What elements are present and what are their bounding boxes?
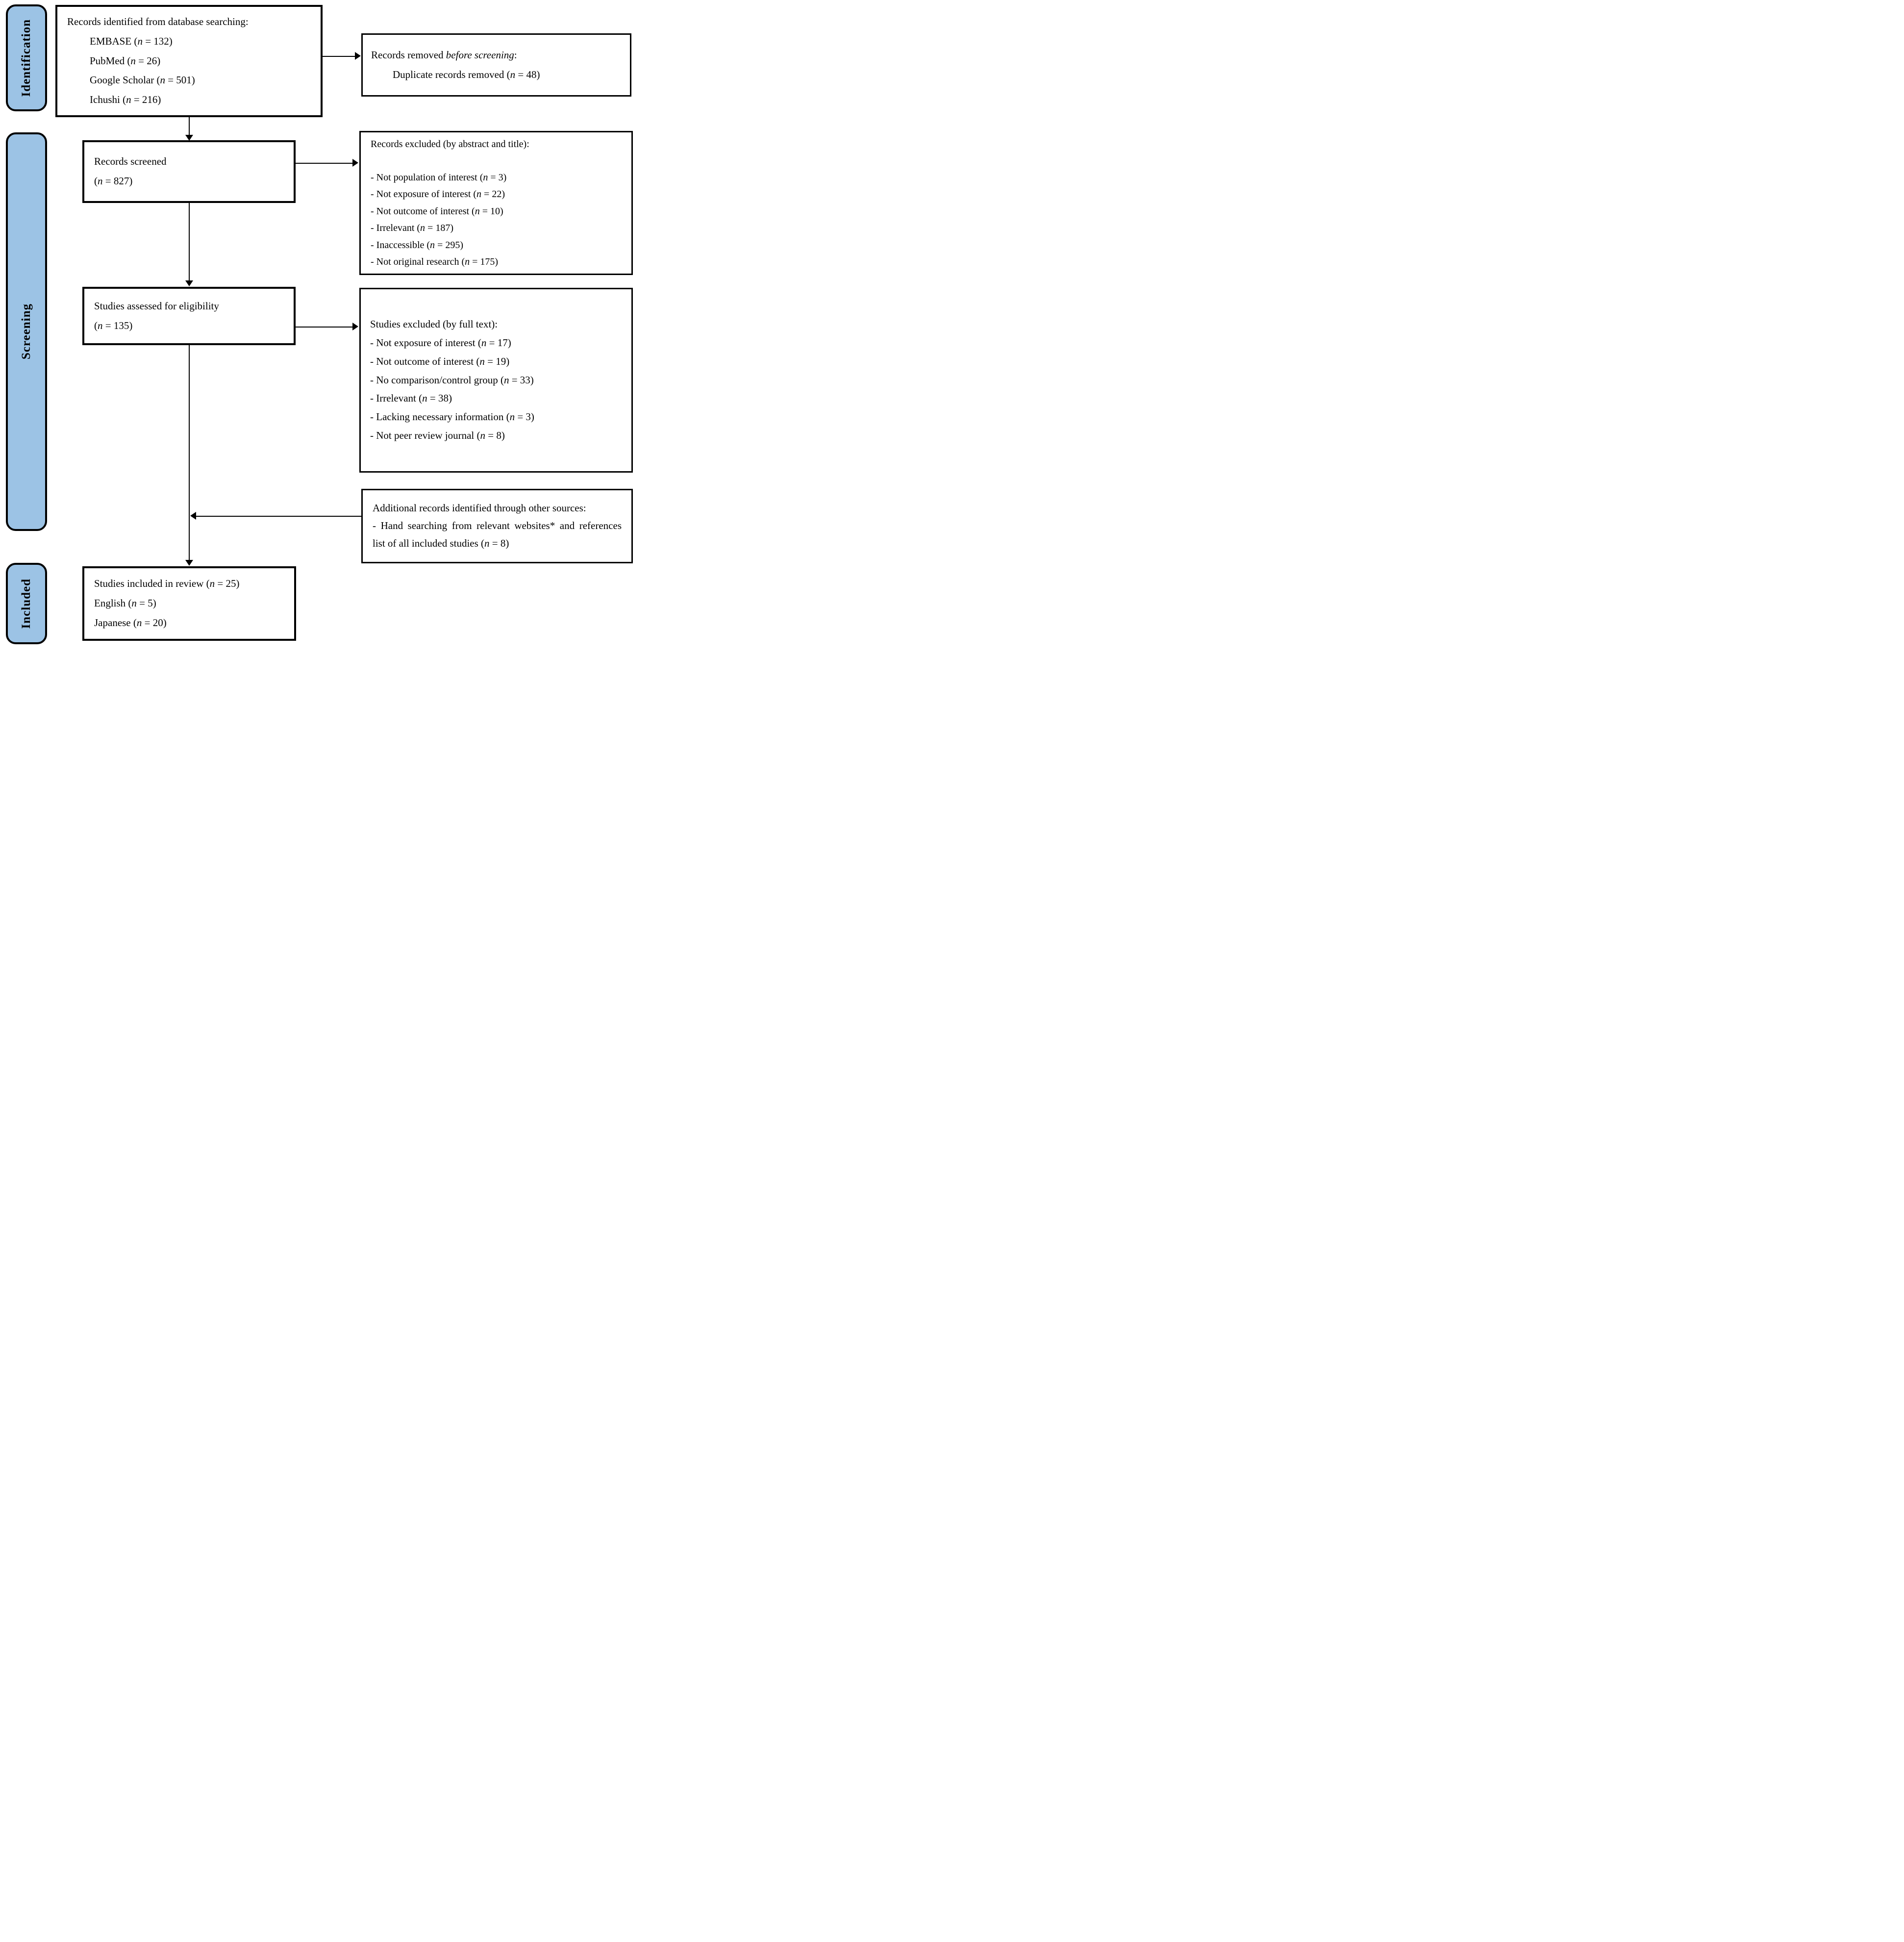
connector-line [323,56,357,57]
connector-line [296,327,353,328]
studies-excluded-fulltext-item: - Not outcome of interest (n = 19) [370,355,510,367]
prisma-flow-diagram: Identification Screening Included Record… [0,0,635,647]
connector-line [296,163,353,164]
studies-excluded-fulltext-item: - Not exposure of interest (n = 17) [370,337,511,349]
records-removed-title-italic: before screening [446,49,514,61]
records-excluded-abstract-item: - Irrelevant (n = 187) [371,223,453,234]
stage-included-label: Included [20,578,33,629]
studies-included-line: Studies included in review (n = 25) [94,578,240,590]
studies-included-line: Japanese (n = 20) [94,616,167,629]
stage-screening: Screening [6,132,47,531]
records-excluded-abstract-title: Records excluded (by abstract and title)… [371,138,529,150]
studies-assessed-count: (n = 135) [94,319,133,331]
arrowhead-left [190,512,196,520]
stage-identification-label: Identification [20,19,33,97]
records-identified-item: Ichushi (n = 216) [90,94,161,106]
stage-included: Included [6,563,47,644]
box-studies-excluded-fulltext: Studies excluded (by full text): - Not e… [359,288,633,473]
records-identified-item: PubMed (n = 26) [90,54,161,67]
connector-line [196,516,361,517]
additional-records-item: - Hand searching from relevant websites*… [373,520,622,549]
arrowhead-right [355,52,361,60]
additional-records-title: Additional records identified through ot… [373,502,586,514]
records-excluded-abstract-item: - Not exposure of interest (n = 22) [371,189,505,200]
connector-line [189,203,190,281]
studies-excluded-fulltext-item: - Not peer review journal (n = 8) [370,429,505,441]
box-records-screened: Records screened (n = 827) [82,140,296,203]
studies-excluded-fulltext-item: - Lacking necessary information (n = 3) [370,411,534,423]
studies-excluded-fulltext-item: - No comparison/control group (n = 33) [370,374,534,386]
arrowhead-down [185,560,193,566]
records-screened-count: (n = 827) [94,175,133,187]
studies-excluded-fulltext-item: - Irrelevant (n = 38) [370,392,452,404]
box-records-identified: Records identified from database searchi… [55,5,323,117]
stage-screening-label: Screening [20,303,33,360]
box-studies-assessed: Studies assessed for eligibility (n = 13… [82,287,296,345]
studies-assessed-line: Studies assessed for eligibility [94,300,219,312]
records-identified-title: Records identified from database searchi… [67,15,249,27]
records-identified-item: EMBASE (n = 132) [90,35,173,47]
records-excluded-abstract-item: - Not outcome of interest (n = 10) [371,205,503,217]
arrowhead-right [352,323,358,330]
records-excluded-abstract-item: - Inaccessible (n = 295) [371,239,463,251]
connector-line [189,117,190,136]
studies-excluded-fulltext-title: Studies excluded (by full text): [370,318,498,330]
records-identified-item: Google Scholar (n = 501) [90,74,195,86]
arrowhead-down [185,135,193,141]
connector-line [189,345,190,561]
stage-identification: Identification [6,4,47,111]
box-studies-included: Studies included in review (n = 25) Engl… [82,566,296,641]
box-records-excluded-abstract: Records excluded (by abstract and title)… [359,131,633,275]
records-screened-line: Records screened [94,155,167,168]
arrowhead-down [185,280,193,286]
records-excluded-abstract-item: - Not original research (n = 175) [371,256,499,267]
spacer [371,152,627,169]
records-removed-item: Duplicate records removed (n = 48) [393,68,540,80]
arrowhead-right [352,159,358,167]
box-additional-records: Additional records identified through ot… [361,489,633,563]
studies-included-line: English (n = 5) [94,597,156,609]
records-excluded-abstract-item: - Not population of interest (n = 3) [371,172,507,183]
box-records-removed: Records removed before screening: Duplic… [361,33,631,97]
records-removed-title: Records removed before screening: [371,49,517,61]
